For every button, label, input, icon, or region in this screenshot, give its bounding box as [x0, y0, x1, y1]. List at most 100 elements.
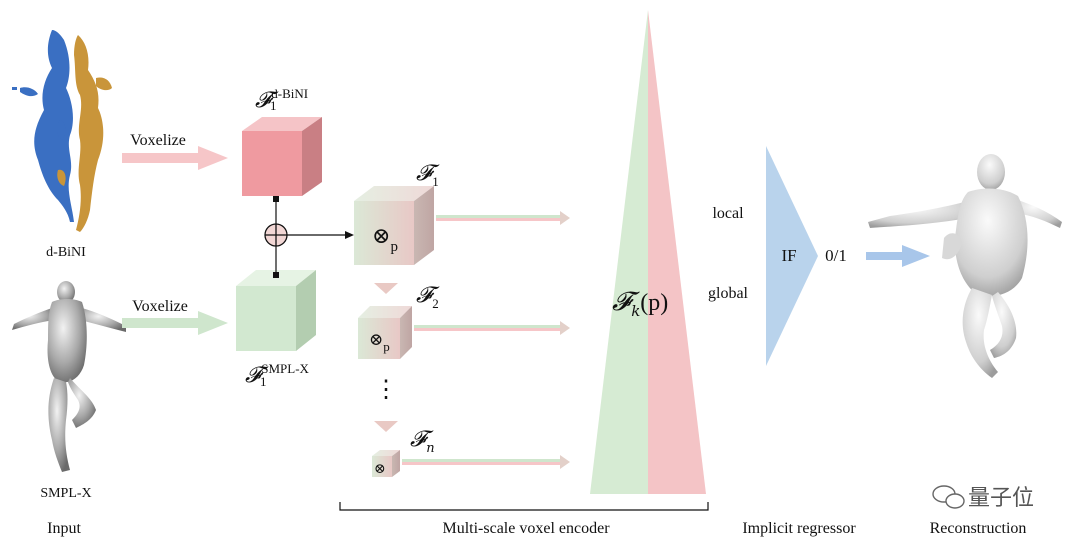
fn-cube-top	[372, 450, 400, 456]
feature-arrow-1-pink	[436, 218, 562, 221]
fn-cube-side	[392, 450, 400, 477]
dbini-cube-side	[302, 117, 322, 196]
voxelize-label-bottom: Voxelize	[132, 298, 188, 315]
feature-arrow-n-green	[402, 459, 562, 462]
dbini-blue-patch	[57, 120, 66, 140]
feature-arrow-n-pink	[402, 462, 562, 465]
fusion-node-top	[273, 196, 279, 202]
dbini-fragment-1	[12, 87, 17, 90]
f1-label: 𝓕1	[416, 161, 440, 189]
f2-otimes: ⊗	[369, 330, 383, 349]
f1-cube-front	[354, 201, 414, 265]
smplx-caption: SMPL-X	[40, 486, 91, 501]
feature-arrow-1-head	[560, 211, 570, 225]
dbini-gold-patch	[57, 169, 66, 186]
f2-cube-side	[400, 306, 412, 359]
encoder-bracket	[339, 502, 709, 511]
occupancy-label: 0/1	[825, 246, 847, 265]
smplx-head	[57, 281, 75, 303]
f1-sub: 1	[432, 174, 439, 189]
f2-p: p	[383, 339, 390, 354]
smplx-cube-side	[296, 270, 316, 351]
scale-down-arrow-1	[374, 283, 398, 294]
dbini-caption: d-BiNI	[46, 245, 86, 260]
input-caption: Input	[47, 520, 81, 537]
dbini-gold-surface	[74, 35, 104, 232]
voxelize-arrow-pink	[122, 146, 228, 170]
fk-label: 𝓕k(p)	[612, 287, 668, 320]
smplx-cube-front	[236, 286, 296, 351]
feature-pyramid	[590, 10, 706, 494]
dbini-gold-arm	[96, 77, 112, 91]
feature-arrow-n-head	[560, 455, 570, 469]
watermark: 量子位	[932, 485, 1034, 511]
encoder-caption: Multi-scale voxel encoder	[442, 520, 610, 537]
feature-arrow-2-head	[560, 321, 570, 335]
feature-cube-n	[372, 450, 400, 477]
f1-otimes: ⊗	[372, 223, 390, 248]
fn-cube-front	[372, 456, 392, 477]
smplx-torso	[47, 299, 87, 383]
watermark-text: 量子位	[968, 486, 1034, 511]
dbini-cube-top	[242, 117, 322, 131]
voxelize-arrow-green	[122, 311, 228, 335]
recon-left-leg	[962, 288, 998, 378]
smplx-body-image	[12, 281, 126, 472]
fk-sub: k	[631, 302, 640, 320]
dbini-mesh-image	[12, 30, 112, 232]
smplx-left-arm	[12, 308, 54, 330]
if-label: IF	[781, 246, 796, 265]
recon-head	[977, 154, 1005, 190]
f1-cube-op: ⊗p	[372, 223, 398, 255]
dbini-blue-arm	[20, 87, 38, 97]
smplx-right-leg	[68, 378, 96, 428]
output-arrow-blue	[866, 245, 930, 267]
f2-sub: 2	[432, 296, 439, 311]
fn-sub: n	[426, 441, 434, 456]
global-label: global	[708, 285, 749, 302]
f1-dbini-sup: d-BiNI	[271, 86, 308, 101]
scale-down-arrow-2	[374, 421, 398, 432]
feature-arrow-2-pink	[414, 328, 562, 331]
feature-cube-1	[354, 186, 434, 265]
dbini-voxel-cube	[242, 117, 322, 196]
f1-dbini-label: 𝓕d-BiNI	[255, 86, 308, 113]
feature-arrow-2-green	[414, 325, 562, 328]
f1-smplx-sub: 1	[260, 374, 267, 389]
f2-label: 𝓕2	[416, 283, 440, 311]
f2-cube-front	[358, 318, 400, 359]
pyramid-pink-half	[648, 10, 706, 494]
f2-cube-top	[358, 306, 412, 318]
smplx-right-arm	[80, 308, 126, 332]
fk-arg: (p)	[640, 290, 668, 316]
dbini-cube-front	[242, 131, 302, 196]
recon-right-arm	[1010, 198, 1062, 228]
dbini-fragment-2	[26, 92, 30, 95]
smplx-left-leg	[48, 378, 70, 472]
recon-right-leg	[990, 292, 1017, 358]
recon-left-arm	[868, 200, 972, 228]
f1-dbini-sub: 1	[270, 98, 277, 113]
dbini-blue-surface	[34, 30, 74, 222]
f1-smplx-sup: SMPL-X	[261, 361, 309, 376]
local-label: local	[712, 205, 744, 222]
feature-cube-2	[358, 306, 412, 359]
fn-otimes: ⊗	[374, 462, 386, 477]
f1-p: p	[390, 239, 398, 255]
f1-cube-top	[354, 186, 434, 201]
fn-label: 𝓕n	[410, 427, 435, 456]
voxelize-label-top: Voxelize	[130, 132, 186, 149]
fusion-node-bottom	[273, 272, 279, 278]
feature-arrow-2	[414, 321, 570, 335]
feature-arrow-1	[436, 211, 570, 225]
f1-cube-side	[414, 186, 434, 265]
pyramid-green-half	[590, 10, 648, 494]
regressor-caption: Implicit regressor	[742, 520, 856, 537]
implicit-function-shape	[766, 146, 818, 366]
f1-smplx-label: 𝓕SMPL-X	[245, 361, 310, 388]
recon-torso	[954, 188, 1028, 296]
f2-cube-op: ⊗p	[369, 330, 390, 354]
recon-jacket-flap	[942, 233, 962, 260]
vertical-ellipsis: ⋮	[374, 377, 398, 403]
